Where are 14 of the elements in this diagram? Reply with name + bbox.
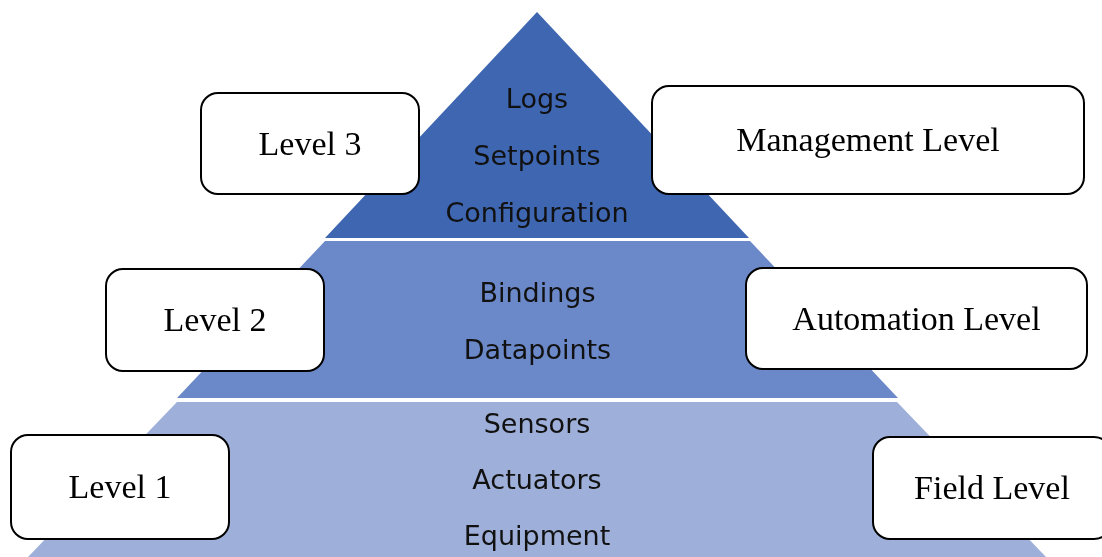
- tier-item-text: Sensors: [483, 407, 591, 441]
- level-label: Field Level: [872, 436, 1102, 540]
- level-label: Level 3: [200, 92, 420, 195]
- level-label: Level 2: [105, 268, 325, 372]
- tier-item-text: Actuators: [472, 463, 602, 497]
- tier-item-text: Setpoints: [473, 139, 601, 173]
- level-label: Management Level: [651, 85, 1085, 195]
- tier-item-text: Equipment: [463, 519, 611, 553]
- level-label: Level 1: [10, 434, 230, 540]
- tier-item-text: Logs: [505, 82, 569, 116]
- tier-item-text: Configuration: [445, 196, 629, 230]
- tier-item-text: Datapoints: [463, 333, 612, 367]
- tier-item-text: Bindings: [479, 276, 596, 310]
- level-label: Automation Level: [745, 267, 1088, 370]
